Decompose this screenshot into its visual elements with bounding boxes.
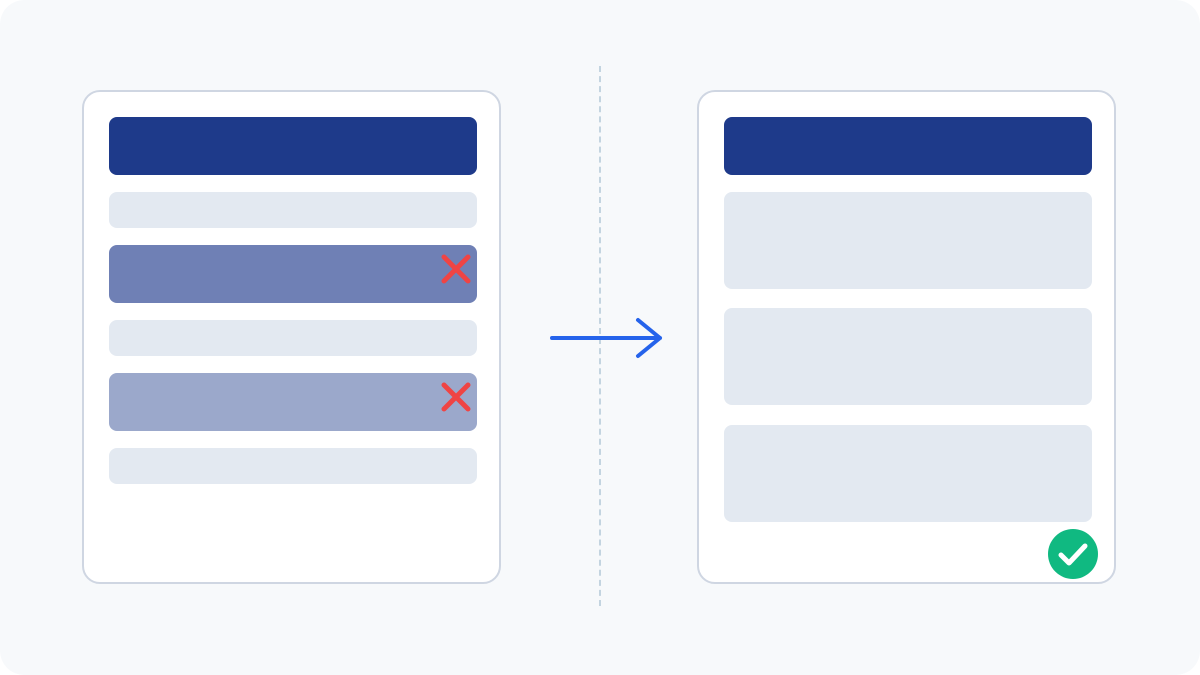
- before-row-removed-1: [109, 245, 477, 303]
- before-row-3: [109, 448, 477, 484]
- cross-icon: [439, 380, 473, 414]
- before-panel: [82, 90, 501, 584]
- after-block-2: [724, 308, 1092, 405]
- cross-icon: [439, 252, 473, 286]
- before-row-1: [109, 192, 477, 228]
- after-panel: [697, 90, 1116, 584]
- after-header-bar: [724, 117, 1092, 175]
- check-circle-icon: [1047, 528, 1099, 580]
- before-row-2: [109, 320, 477, 356]
- arrow-right-icon: [550, 316, 666, 360]
- after-block-3: [724, 425, 1092, 522]
- after-block-1: [724, 192, 1092, 289]
- before-row-removed-2: [109, 373, 477, 431]
- before-header-bar: [109, 117, 477, 175]
